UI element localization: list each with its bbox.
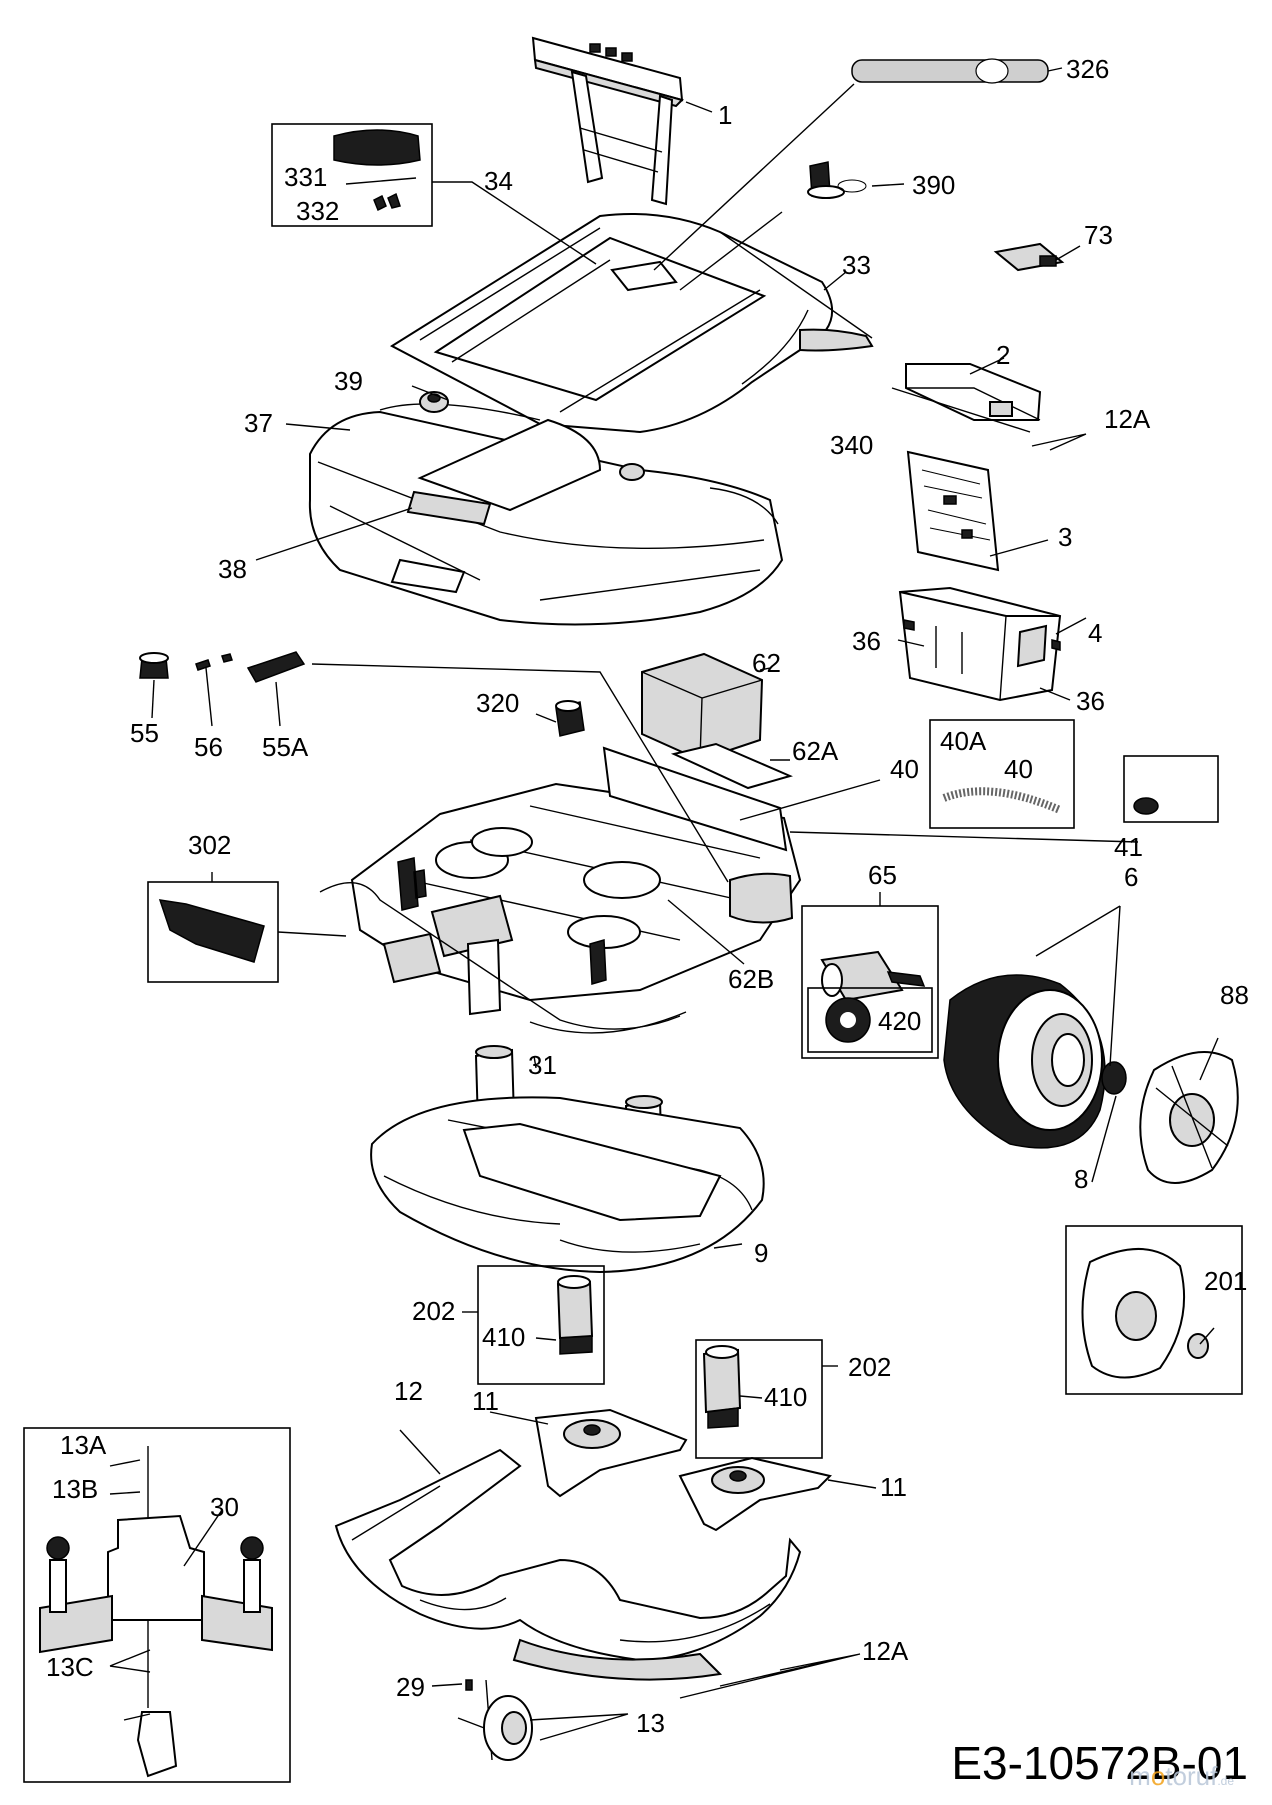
part-88-hubcap xyxy=(1139,1051,1239,1184)
part-40-chassis-frame xyxy=(319,746,802,1034)
callout-40: 40 xyxy=(890,754,919,784)
part-29-pin xyxy=(465,1679,473,1691)
callout-201: 201 xyxy=(1204,1266,1248,1296)
callout-11-a: 11 xyxy=(472,1386,499,1416)
callout-62A: 62A xyxy=(792,736,839,766)
part-11-blade-disc-a xyxy=(534,1408,688,1498)
callout-6: 6 xyxy=(1124,862,1139,892)
callout-65: 65 xyxy=(868,860,897,890)
callout-56: 56 xyxy=(194,732,223,762)
callout-340: 340 xyxy=(830,430,874,460)
callout-38: 38 xyxy=(218,554,247,584)
callout-326: 326 xyxy=(1066,54,1110,84)
part-62-battery xyxy=(641,652,764,762)
part-65-drive-motor xyxy=(801,905,939,1059)
callout-11-b: 11 xyxy=(880,1472,907,1502)
callout-3: 3 xyxy=(1058,522,1073,552)
callout-29: 29 xyxy=(396,1672,425,1702)
part-326-label-strip xyxy=(851,58,1049,84)
part-55-plug xyxy=(139,652,169,679)
callout-40A: 40A xyxy=(940,726,987,756)
part-56-screw xyxy=(195,653,233,671)
part-390-knob xyxy=(807,161,867,199)
part-33-top-cover xyxy=(389,213,874,434)
callout-13C: 13C xyxy=(46,1652,94,1682)
part-3-circuit-board xyxy=(906,450,1000,572)
callout-31: 31 xyxy=(528,1050,557,1080)
callout-39: 39 xyxy=(334,366,363,396)
callout-390: 390 xyxy=(912,170,956,200)
part-13-caster-wheel xyxy=(457,1679,533,1761)
callout-410-a: 410 xyxy=(482,1322,526,1352)
part-12-bumper-skirt xyxy=(334,1448,802,1681)
callout-202-b: 202 xyxy=(848,1352,892,1382)
callout-4: 4 xyxy=(1088,618,1103,648)
part-62A-pad xyxy=(670,742,793,790)
callout-12A-top: 12A xyxy=(1104,404,1151,434)
callout-36-right: 36 xyxy=(1076,686,1105,716)
callout-30: 30 xyxy=(210,1492,239,1522)
callout-62B: 62B xyxy=(728,964,775,994)
callout-34: 34 xyxy=(484,166,513,196)
callout-55: 55 xyxy=(130,718,159,748)
callout-88: 88 xyxy=(1220,980,1249,1010)
part-302-sensor-kit xyxy=(147,881,279,983)
part-73-clip xyxy=(993,242,1065,272)
part-202-motor-kit-a xyxy=(477,1265,605,1385)
part-202-motor-kit-b xyxy=(695,1339,823,1459)
callout-13: 13 xyxy=(636,1708,665,1738)
callout-320: 320 xyxy=(476,688,520,718)
part-40A-mesh-kit xyxy=(929,719,1075,829)
part-55A-connector xyxy=(246,651,306,683)
watermark-b: toruf xyxy=(1165,1761,1218,1791)
callout-62: 62 xyxy=(752,648,781,678)
callout-2: 2 xyxy=(996,340,1011,370)
callout-12: 12 xyxy=(394,1376,423,1406)
callout-410-b: 410 xyxy=(764,1382,808,1412)
part-2-lid xyxy=(891,363,1042,433)
part-4-electronics-housing xyxy=(898,586,1062,702)
callout-13A: 13A xyxy=(60,1430,107,1460)
watermark-o: o xyxy=(1150,1761,1166,1791)
callout-73: 73 xyxy=(1084,220,1113,250)
watermark-tld: .de xyxy=(1217,1774,1234,1788)
callout-40-inset: 40 xyxy=(1004,754,1033,784)
part-6-drive-wheel xyxy=(943,974,1106,1149)
callout-9: 9 xyxy=(754,1238,769,1268)
part-8-hub xyxy=(1101,1061,1127,1095)
leader-lines xyxy=(109,67,1219,1741)
callout-37: 37 xyxy=(244,408,273,438)
part-1-carry-handle xyxy=(531,36,684,206)
callout-33: 33 xyxy=(842,250,871,280)
part-34-kit xyxy=(271,123,433,227)
callout-420: 420 xyxy=(878,1006,922,1036)
callout-202-a: 202 xyxy=(412,1296,456,1326)
callout-13B: 13B xyxy=(52,1474,99,1504)
part-41-seal xyxy=(1123,755,1219,823)
callout-8: 8 xyxy=(1074,1164,1089,1194)
callout-12A-bottom: 12A xyxy=(862,1636,909,1666)
part-37-body-shell xyxy=(308,403,784,626)
callout-302: 302 xyxy=(188,830,232,860)
callout-41: 41 xyxy=(1114,832,1143,862)
callout-55A: 55A xyxy=(262,732,309,762)
callout-1: 1 xyxy=(718,100,733,130)
watermark-a: m xyxy=(1129,1761,1151,1791)
callout-331: 331 xyxy=(284,162,328,192)
part-201-cap-kit xyxy=(1065,1225,1243,1395)
part-320-cap xyxy=(555,700,585,737)
part-11-blade-disc-b xyxy=(678,1456,832,1532)
callout-332: 332 xyxy=(296,196,340,226)
part-30-front-wheel-kit xyxy=(23,1427,291,1783)
drawing-code: E3-10572B-01 xyxy=(951,1737,1248,1789)
part-9-base-plate xyxy=(370,1096,765,1274)
watermark: motoruf.de xyxy=(1129,1761,1234,1792)
callout-36-left: 36 xyxy=(852,626,881,656)
